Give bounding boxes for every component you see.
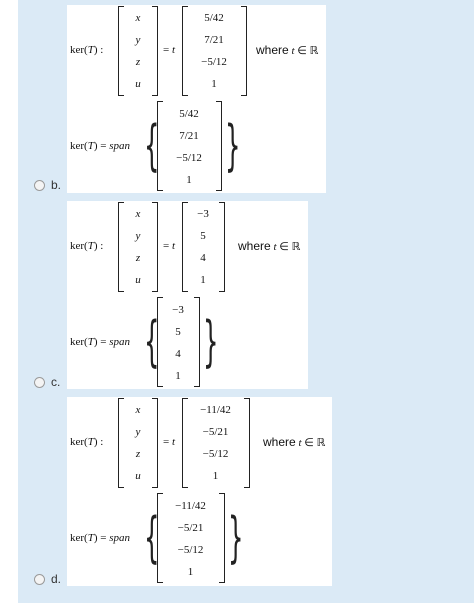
variable-z: z	[135, 448, 141, 460]
option-b[interactable]: ker(T) : x y z u = t 5/42 7/21 −5/12 1 w…	[18, 0, 474, 196]
vector-entry-2: 7/21	[204, 34, 224, 46]
vector-entry-1: −11/42	[200, 404, 231, 416]
span-entry-4: 1	[187, 566, 194, 578]
right-brace: }	[228, 506, 244, 569]
vector-entry-2: −5/21	[202, 426, 229, 438]
variable-u: u	[135, 78, 141, 90]
vector-entry-4: 1	[200, 274, 206, 286]
option-b-label: b.	[51, 178, 62, 192]
left-brace: {	[144, 310, 160, 373]
span-bracket-right	[219, 493, 225, 583]
equals-t: = t	[163, 44, 176, 56]
variable-x: x	[135, 404, 141, 416]
span-label: ker(T) = span	[70, 140, 130, 152]
span-label: ker(T) = span	[70, 532, 130, 544]
option-b-radio[interactable]	[34, 180, 45, 191]
variable-u: u	[135, 470, 141, 482]
ker-label: ker(T) :	[70, 44, 104, 56]
equals-t: = t	[163, 436, 176, 448]
variable-bracket-left	[118, 398, 124, 488]
option-b-content	[67, 5, 326, 193]
answer-options-panel: ker(T) : x y z u = t 5/42 7/21 −5/12 1 w…	[18, 0, 474, 603]
span-entry-3: −5/12	[176, 152, 202, 164]
vector-entry-1: 5/42	[204, 12, 224, 24]
span-entry-1: −11/42	[175, 500, 206, 512]
span-entry-1: 5/42	[179, 108, 199, 120]
left-brace: {	[144, 506, 160, 569]
variable-z: z	[135, 56, 141, 68]
span-label: ker(T) = span	[70, 336, 130, 348]
where-clause: where t ∈ ℝ	[263, 435, 326, 449]
span-bracket-right	[194, 297, 200, 387]
right-brace: }	[203, 310, 219, 373]
vector-bracket-right	[241, 6, 247, 96]
variable-u: u	[135, 274, 141, 286]
where-clause: where t ∈ ℝ	[256, 43, 319, 57]
ker-label: ker(T) :	[70, 240, 104, 252]
vector-bracket-right	[219, 202, 225, 292]
vector-bracket-left	[182, 202, 188, 292]
ker-label: ker(T) :	[70, 436, 104, 448]
span-entry-4: 1	[175, 370, 181, 382]
vector-entry-4: 1	[211, 78, 217, 90]
option-c-content	[67, 201, 308, 389]
span-entry-3: −5/12	[177, 544, 204, 556]
vector-bracket-right	[244, 398, 250, 488]
span-bracket-left	[157, 493, 163, 583]
vector-entry-3: 4	[200, 252, 206, 264]
vector-entry-4: 1	[212, 470, 219, 482]
option-d[interactable]: ker(T) : x y z u = t −11/42 −5/21 −5/12 …	[18, 392, 474, 588]
left-brace: {	[144, 114, 160, 177]
span-bracket-left	[157, 101, 163, 191]
vector-entry-1: −3	[197, 208, 209, 220]
vector-bracket-left	[182, 398, 188, 488]
option-c[interactable]: ker(T) : x y z u = t −3 5 4 1 where t ∈ …	[18, 196, 474, 392]
equals-t: = t	[163, 240, 176, 252]
span-bracket-left	[157, 297, 163, 387]
variable-bracket-left	[118, 6, 124, 96]
right-brace: }	[225, 114, 241, 177]
variable-bracket-right	[152, 398, 158, 488]
option-d-radio[interactable]	[34, 574, 45, 585]
vector-entry-3: −5/12	[201, 56, 227, 68]
span-entry-4: 1	[186, 174, 192, 186]
variable-x: x	[135, 12, 141, 24]
span-entry-2: −5/21	[177, 522, 204, 534]
span-entry-3: 4	[175, 348, 181, 360]
variable-bracket-left	[118, 202, 124, 292]
span-bracket-right	[216, 101, 222, 191]
vector-entry-3: −5/12	[202, 448, 229, 460]
where-clause: where t ∈ ℝ	[238, 239, 301, 253]
span-entry-1: −3	[172, 304, 184, 316]
variable-x: x	[135, 208, 141, 220]
option-c-label: c.	[51, 375, 61, 389]
variable-z: z	[135, 252, 141, 264]
variable-y: y	[135, 34, 141, 46]
option-d-content	[67, 397, 332, 586]
span-entry-2: 5	[175, 326, 181, 338]
variable-bracket-right	[152, 6, 158, 96]
option-d-label: d.	[51, 572, 62, 586]
variable-bracket-right	[152, 202, 158, 292]
vector-entry-2: 5	[200, 230, 206, 242]
variable-y: y	[135, 230, 141, 242]
variable-y: y	[135, 426, 141, 438]
option-c-radio[interactable]	[34, 377, 45, 388]
span-entry-2: 7/21	[179, 130, 199, 142]
vector-bracket-left	[182, 6, 188, 96]
